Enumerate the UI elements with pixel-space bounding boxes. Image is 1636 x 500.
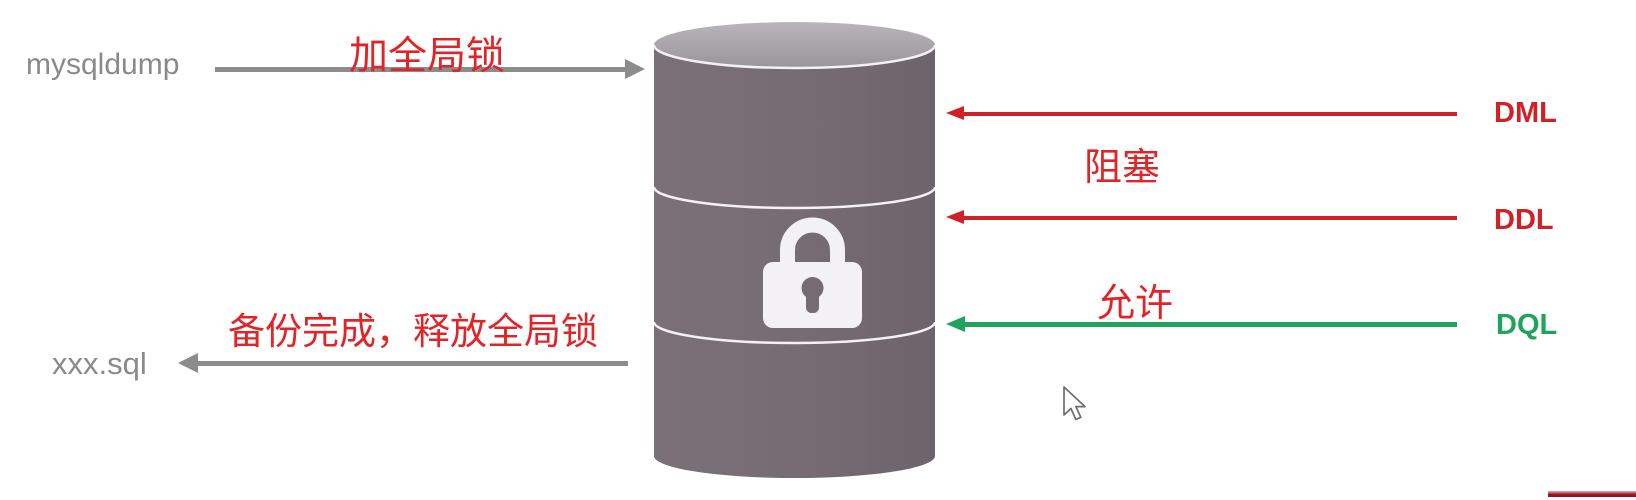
add-lock-arrow-label: 加全局锁 bbox=[349, 35, 506, 78]
output-file-label: xxx.sql bbox=[52, 346, 147, 381]
arrow-shaft bbox=[196, 361, 628, 366]
arrow-shaft bbox=[961, 215, 1457, 220]
dml-label: DML bbox=[1494, 97, 1557, 129]
mouse-pointer-icon bbox=[1063, 386, 1086, 421]
arrow-head-right-icon bbox=[625, 59, 645, 79]
dql-arrow bbox=[946, 316, 1457, 333]
arrow-shaft bbox=[962, 322, 1457, 327]
blocked-label: 阻塞 bbox=[1084, 147, 1161, 189]
arrow-head-left-icon bbox=[178, 353, 198, 373]
lock-shackle bbox=[780, 217, 845, 266]
backup-done-arrow bbox=[178, 353, 628, 374]
arrow-head-left-icon bbox=[946, 210, 964, 224]
database-cylinder-icon bbox=[654, 22, 935, 478]
bottom-right-red-bar bbox=[1548, 491, 1636, 497]
arrow-head-left-icon bbox=[946, 106, 964, 120]
cylinder-top-rim bbox=[654, 44, 935, 70]
add-lock-arrow bbox=[215, 59, 645, 80]
cylinder-divider-2 bbox=[654, 321, 935, 345]
dql-label: DQL bbox=[1496, 309, 1558, 341]
dml-arrow bbox=[946, 106, 1457, 121]
ddl-arrow bbox=[946, 210, 1457, 225]
mysqldump-label: mysqldump bbox=[26, 48, 180, 81]
arrow-head-left-icon bbox=[946, 316, 965, 332]
arrow-shaft bbox=[215, 67, 625, 72]
allowed-label: 允许 bbox=[1097, 283, 1174, 325]
ddl-label: DDL bbox=[1494, 204, 1554, 236]
cylinder-top bbox=[654, 22, 935, 68]
release-lock-arrow-label: 备份完成，释放全局锁 bbox=[228, 311, 598, 352]
padlock-icon bbox=[763, 217, 862, 328]
lock-keyhole-stem bbox=[806, 290, 819, 313]
arrow-shaft bbox=[961, 111, 1457, 116]
cylinder-divider-1 bbox=[654, 186, 935, 210]
